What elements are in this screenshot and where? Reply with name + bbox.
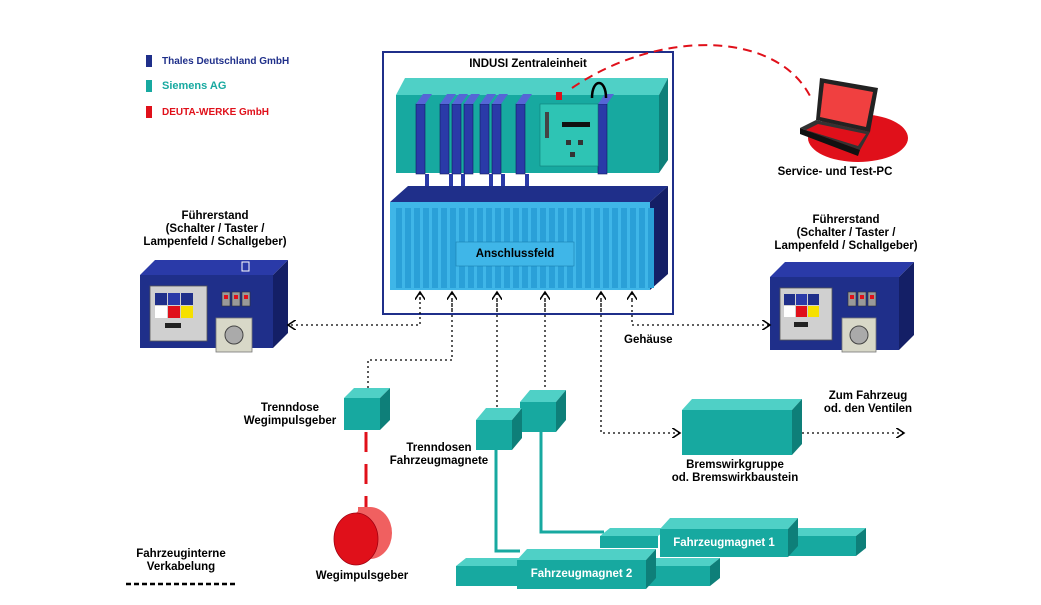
terminal-stripe	[576, 208, 582, 288]
odometer-junction-box	[344, 388, 390, 430]
pulse-generator-label: Wegimpulsgeber	[315, 570, 409, 582]
terminal-stripe	[612, 208, 618, 288]
legend-swatch	[146, 106, 152, 118]
cab-right-console	[770, 262, 914, 353]
terminal-stripe	[405, 208, 411, 288]
legend-label: Thales Deutschland GmbH	[162, 55, 290, 67]
magnet-2	[456, 549, 720, 589]
legend-swatch	[146, 80, 152, 92]
brake-label: Bremswirkgruppe od. Bremswirkbaustein	[660, 459, 810, 485]
central-unit-title: INDUSI Zentraleinheit	[469, 58, 587, 70]
cab-right-label: Führerstand (Schalter / Taster / Lampenf…	[760, 214, 932, 253]
cabling-line2: Verkabelung	[146, 561, 216, 573]
cab-left-console	[140, 260, 288, 353]
legend-swatch	[146, 55, 152, 67]
brake-line1: Bremswirkgruppe	[686, 459, 784, 471]
terminal-stripe	[630, 208, 636, 288]
terminal-stripe	[441, 208, 447, 288]
terminal-stripe	[585, 208, 591, 288]
odometer-box-line1: Trenndose	[260, 402, 320, 414]
magnet-boxes-label: Trenndosen Fahrzeugmagnete	[380, 442, 498, 468]
service-pc-label: Service- und Test-PC	[777, 166, 893, 178]
terminal-stripe	[450, 208, 456, 288]
cab-right-line2: (Schalter / Taster /	[796, 227, 896, 239]
cab-right-line1: Führerstand	[812, 214, 880, 226]
legend-item-deuta: DEUTA-WERKE GmbH	[146, 106, 269, 118]
terminal-block	[390, 186, 668, 290]
magnet-1-label: Fahrzeugmagnet 1	[673, 537, 775, 549]
pulse-generator	[333, 507, 392, 566]
terminal-stripe	[639, 208, 645, 288]
cab-left-label: Führerstand (Schalter / Taster / Lampenf…	[130, 210, 300, 249]
vehicle-label: Zum Fahrzeug od. den Ventilen	[812, 390, 924, 416]
terminal-stripe	[621, 208, 627, 288]
terminal-block-label: Anschlussfeld	[475, 248, 555, 260]
legend-label: DEUTA-WERKE GmbH	[162, 106, 270, 118]
odometer-box-label: Trenndose Wegimpulsgeber	[236, 402, 344, 428]
cab-left-line2: (Schalter / Taster /	[165, 223, 265, 235]
magnet-2-label: Fahrzeugmagnet 2	[530, 568, 633, 580]
cabling-line1: Fahrzeuginterne	[136, 548, 226, 560]
vehicle-line1: Zum Fahrzeug	[828, 390, 908, 402]
vehicle-line2: od. den Ventilen	[823, 403, 913, 415]
cab-right-line3: Lampenfeld / Schallgeber)	[774, 240, 918, 252]
connection-lines	[288, 292, 904, 433]
terminal-stripe	[432, 208, 438, 288]
terminal-stripe	[603, 208, 609, 288]
magnet-1	[600, 518, 866, 557]
magnet-cables	[494, 432, 604, 553]
cabling-label: Fahrzeuginterne Verkabelung	[120, 548, 242, 574]
magnet-boxes-line2: Fahrzeugmagnete	[389, 455, 489, 467]
terminal-stripe	[594, 208, 600, 288]
brake-line2: od. Bremswirkbaustein	[671, 472, 799, 484]
magnet-junction-boxes	[476, 390, 566, 450]
terminal-stripe	[414, 208, 420, 288]
magnet-boxes-line1: Trenndosen	[406, 442, 472, 454]
odometer-box-line2: Wegimpulsgeber	[243, 415, 337, 427]
terminal-stripe	[423, 208, 429, 288]
housing-label: Gehäuse	[624, 334, 673, 346]
legend-label: Siemens AG	[162, 80, 227, 92]
terminal-stripe	[396, 208, 402, 288]
rack	[396, 78, 668, 194]
service-laptop	[800, 78, 908, 162]
cab-left-line1: Führerstand	[181, 210, 249, 222]
cab-left-line3: Lampenfeld / Schallgeber)	[143, 236, 287, 248]
terminal-stripe	[648, 208, 654, 288]
legend-item-thales: Thales Deutschland GmbH	[146, 55, 289, 67]
legend-item-siemens: Siemens AG	[146, 80, 226, 92]
brake-unit	[682, 399, 802, 455]
